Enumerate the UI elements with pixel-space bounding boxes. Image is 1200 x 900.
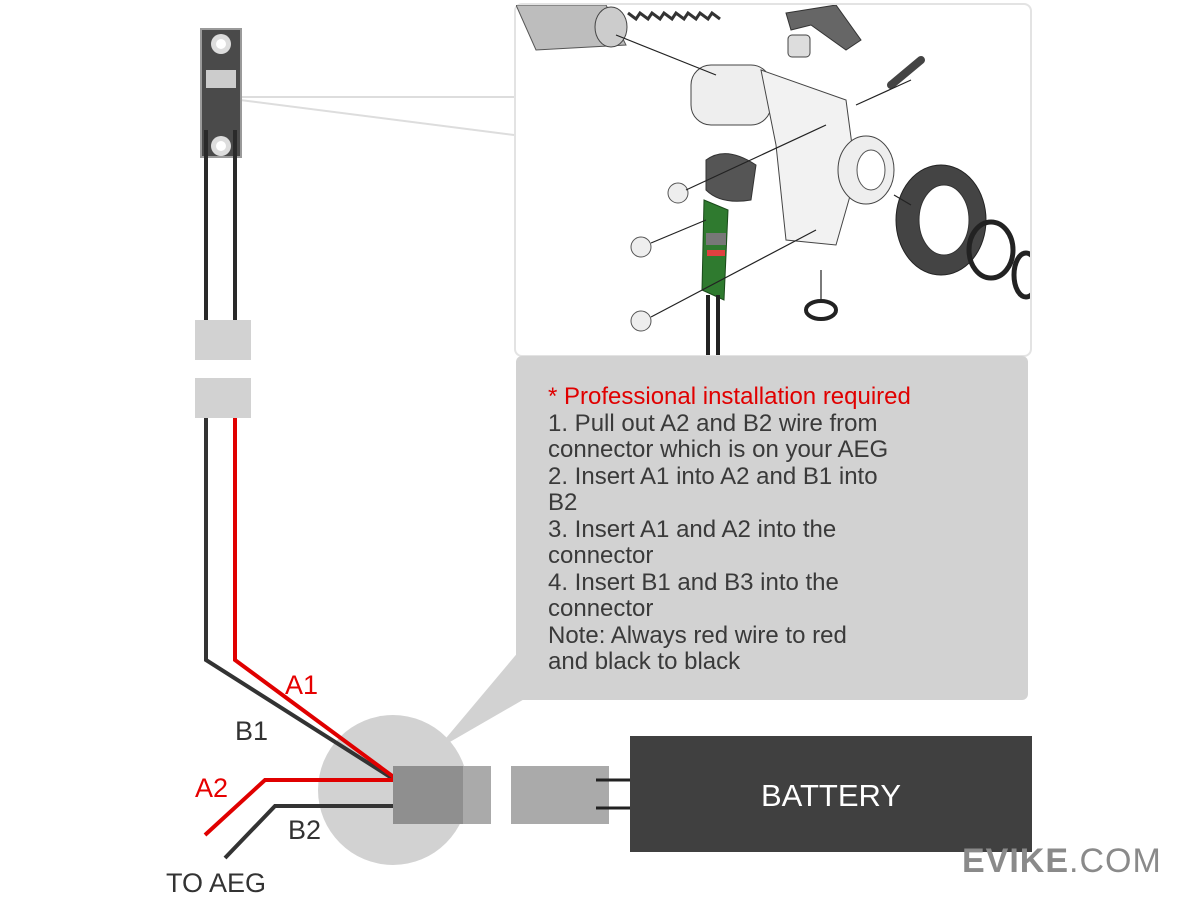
board-connector-top [195,320,251,360]
chamber-body [760,69,857,246]
instruction-text: * Professional installation required 1. … [548,383,1018,676]
wire-b2 [223,804,395,860]
instruction-line: connector [548,542,654,569]
instruction-line: 4. Insert B1 and B3 into the [548,568,839,596]
o-ring [966,219,1016,281]
battery: BATTERY [630,736,1032,852]
battery-connector [511,766,609,824]
label-b2: B2 [288,815,322,845]
hopup-lever [785,4,862,51]
board-connector-bottom [195,378,251,418]
screw-icon [630,310,652,332]
instruction-line: connector which is on your AEG [548,436,889,463]
label-a2: A2 [195,773,229,803]
battery-label: BATTERY [760,778,902,813]
instruction-line: and black to black [548,648,741,675]
wire-a2 [203,778,395,837]
pin [887,56,925,89]
warning-text: * Professional installation required [548,383,911,410]
instruction-panel [516,356,1028,700]
screw-icon [667,182,689,204]
instruction-line: 1. Pull out A2 and B2 wire from [548,409,878,437]
spring [627,10,721,22]
instruction-line: connector [548,595,654,622]
label-a1: A1 [285,670,319,700]
wire-a1 [233,418,397,780]
callout-pointer [436,650,540,750]
instruction-line: Note: Always red wire to red [548,621,847,649]
screw-icon [630,236,652,258]
wire-b1 [204,418,397,782]
hopup-exploded-view-inset [514,3,1041,357]
bottom-o-ring [804,299,838,321]
logo-bold: EVIKE [962,842,1070,880]
hopup-exploded-illustration [515,4,1041,355]
label-b1: B1 [235,716,269,746]
instruction-line: 2. Insert A1 into A2 and B1 into [548,462,878,490]
label-to-aeg: TO AEG [166,868,267,898]
logo-suffix: .COM [1069,842,1162,880]
hopup-rubber [705,153,757,202]
instruction-line: 3. Insert A1 and A2 into the [548,515,837,543]
instruction-line: B2 [548,489,578,516]
evike-logo: EVIKE.COM [962,842,1162,881]
